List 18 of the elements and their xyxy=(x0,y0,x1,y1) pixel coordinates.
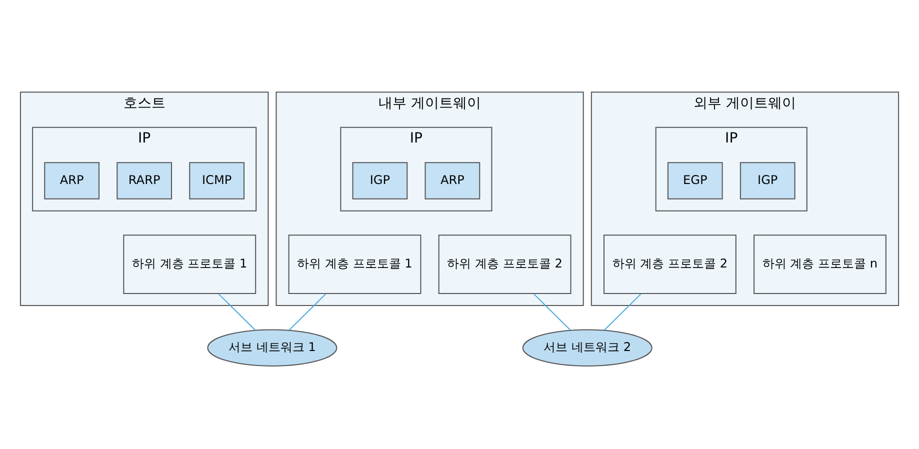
connector xyxy=(533,292,571,330)
node-ellipse: 서브 네트워크 2 xyxy=(522,328,652,366)
node-box: 하위 계층 프로토콜 2 xyxy=(604,234,736,294)
connector xyxy=(288,292,326,330)
node-box: EGP xyxy=(667,162,723,199)
connector xyxy=(604,292,642,330)
node-ellipse: 서브 네트워크 1 xyxy=(207,328,338,366)
node-box: RARP xyxy=(116,162,172,199)
node-box: IGP xyxy=(352,162,408,199)
node-box: ARP xyxy=(44,162,100,199)
node-box: ARP xyxy=(424,162,480,199)
connector xyxy=(218,292,256,330)
node-box: 하위 계층 프로토콜 1 xyxy=(123,234,256,294)
node-box: ICMP xyxy=(189,162,245,199)
node-box: IGP xyxy=(740,162,796,199)
node-box: 하위 계층 프로토콜 2 xyxy=(438,234,572,294)
node-box: 하위 계층 프로토콜 n xyxy=(754,234,886,294)
node-box: 하위 계층 프로토콜 1 xyxy=(288,234,422,294)
